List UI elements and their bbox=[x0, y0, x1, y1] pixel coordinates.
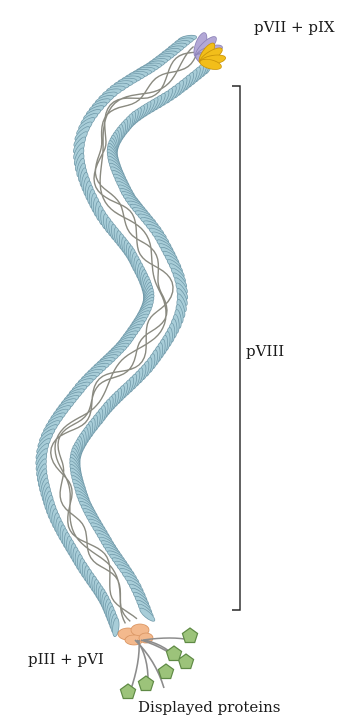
pentagon-icon bbox=[120, 684, 135, 699]
base-proteins-label: pIII + pVI bbox=[28, 650, 104, 668]
pentagon-icon bbox=[166, 646, 181, 661]
pentagon-icon bbox=[158, 664, 173, 679]
displayed-proteins-label: Displayed proteins bbox=[138, 698, 280, 716]
pentagon-icon bbox=[138, 676, 153, 691]
phage-coat-body bbox=[34, 34, 215, 637]
coat-protein-label: pVIII bbox=[246, 342, 284, 360]
pentagon-icon bbox=[182, 628, 197, 643]
pviii-length-bracket bbox=[232, 86, 240, 610]
tip-proteins-label: pVII + pIX bbox=[254, 18, 335, 36]
